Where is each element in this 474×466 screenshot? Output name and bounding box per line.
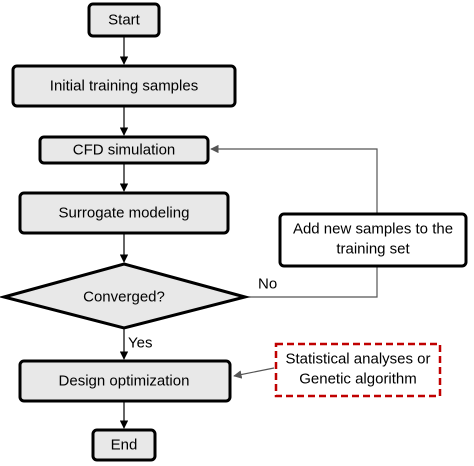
end-node [91, 428, 157, 462]
converged-decision [0, 262, 251, 330]
add-samples-node [278, 212, 468, 268]
initial-samples-node [11, 64, 237, 108]
design-optimization-node [18, 359, 232, 403]
edge-add-samples-cfd [210, 144, 378, 214]
design-optimization-label: Design optimization [59, 373, 190, 390]
add-samples-label-line1: Add new samples to the [293, 221, 453, 238]
add-samples-label-line2: training set [336, 241, 410, 258]
surrogate-modeling-node [18, 191, 230, 235]
edge-converged-add-samples [245, 266, 378, 298]
end-label: End [111, 437, 138, 454]
start-node [87, 2, 161, 38]
statistical-note [274, 342, 442, 398]
converged-label: Converged? [83, 289, 165, 306]
statistical-note-line2: Genetic algorithm [299, 371, 417, 388]
initial-samples-label: Initial training samples [50, 78, 198, 95]
cfd-simulation-label: CFD simulation [73, 142, 176, 159]
cfd-simulation-node [38, 135, 210, 165]
start-label: Start [108, 12, 141, 29]
yes-edge-label: Yes [128, 335, 152, 352]
edge-stat-optimization [233, 367, 275, 379]
surrogate-modeling-label: Surrogate modeling [59, 205, 190, 222]
no-edge-label: No [258, 276, 277, 293]
statistical-note-line1: Statistical analyses or [285, 351, 430, 368]
